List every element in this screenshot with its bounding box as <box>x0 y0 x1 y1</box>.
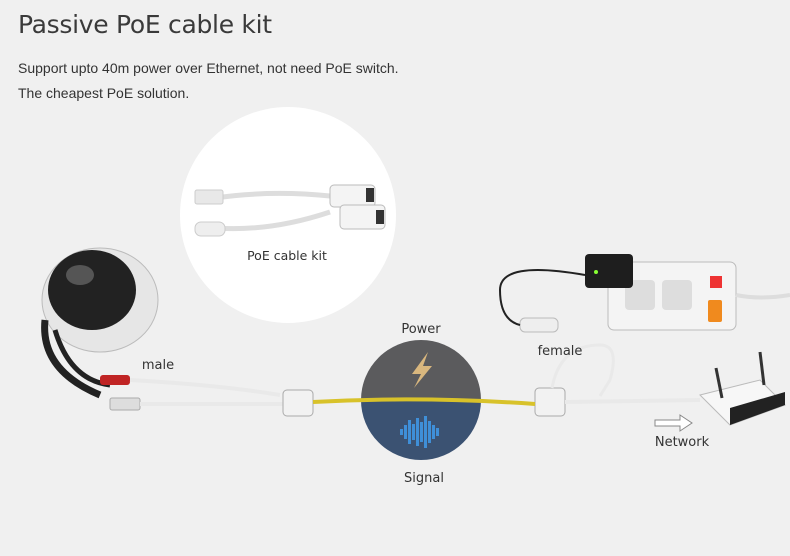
lightning-icon <box>412 352 432 388</box>
network-label: Network <box>654 435 710 450</box>
subtitle-line-1: Support upto 40m power over Ethernet, no… <box>18 60 399 76</box>
kit-circle <box>180 107 396 323</box>
female-label: female <box>537 344 583 359</box>
power-strip-icon <box>607 261 790 331</box>
router-icon <box>699 351 786 426</box>
ethernet-cable <box>312 397 536 406</box>
power-label: Power <box>401 322 441 337</box>
poe-splitter <box>534 387 566 417</box>
power-adapter-icon <box>498 254 633 326</box>
page-title: Passive PoE cable kit <box>18 10 272 39</box>
arrow-icon <box>654 414 693 432</box>
signal-label: Signal <box>404 471 444 486</box>
sound-wave-icon <box>400 416 439 448</box>
poe-kit-image <box>194 184 386 237</box>
male-label: male <box>141 358 175 373</box>
subtitle-line-2: The cheapest PoE solution. <box>18 85 190 101</box>
power-signal-circle <box>361 340 481 460</box>
kit-label: PoE cable kit <box>247 248 327 263</box>
dome-camera-icon <box>41 247 159 411</box>
poe-injector <box>282 389 314 417</box>
